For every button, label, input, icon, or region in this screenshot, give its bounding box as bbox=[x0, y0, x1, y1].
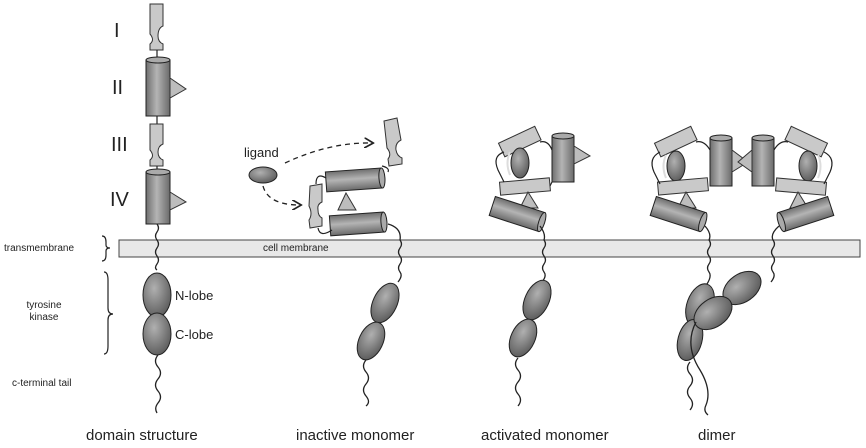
c-lobe-oval bbox=[142, 312, 172, 356]
dimer-left-half bbox=[649, 125, 749, 233]
transmembrane-bracket bbox=[101, 235, 111, 262]
n-lobe-oval bbox=[142, 272, 172, 318]
caption-domain-structure: domain structure bbox=[86, 427, 198, 444]
caption-dimer: dimer bbox=[698, 427, 736, 444]
tyrosine-kinase-bracket bbox=[103, 271, 114, 355]
c-lobe-label: C-lobe bbox=[175, 327, 214, 342]
ligand-oval bbox=[248, 166, 278, 184]
domain-label-ii: II bbox=[112, 77, 124, 99]
domain-ii-cylinder bbox=[145, 59, 171, 117]
inactive-monomer-receptor bbox=[248, 117, 403, 407]
tyrosine-kinase-label: tyrosine kinase bbox=[26, 300, 62, 323]
n-lobe-label: N-lobe bbox=[175, 288, 214, 303]
domain-label-i: I bbox=[114, 20, 120, 42]
domain-i-shape bbox=[149, 3, 164, 51]
dimer-receptor bbox=[649, 125, 835, 416]
dimer-right-half bbox=[737, 125, 835, 233]
c-terminal-tail-label: c-terminal tail bbox=[12, 378, 72, 389]
domain-ii-triangle bbox=[169, 77, 187, 99]
domain-label-iii: III bbox=[111, 134, 128, 156]
ligand-arrow-lower bbox=[262, 185, 300, 205]
domain-structure-receptor bbox=[142, 3, 188, 414]
cell-membrane bbox=[118, 239, 861, 258]
inactive-domain-iii bbox=[308, 183, 323, 229]
domain-iii-shape bbox=[149, 123, 164, 167]
activated-monomer-receptor bbox=[488, 125, 592, 407]
caption-activated-monomer: activated monomer bbox=[481, 427, 609, 444]
transmembrane-label: transmembrane bbox=[4, 243, 75, 254]
ligand-label: ligand bbox=[244, 145, 279, 160]
caption-inactive-monomer: inactive monomer bbox=[296, 427, 415, 444]
cell-membrane-label: cell membrane bbox=[263, 243, 329, 254]
domain-label-iv: IV bbox=[110, 189, 129, 211]
domain-iv-triangle bbox=[169, 191, 188, 211]
ligand-arrow-upper bbox=[284, 143, 372, 164]
domain-iv-cylinder bbox=[145, 171, 171, 225]
inactive-domain-i bbox=[383, 117, 403, 167]
